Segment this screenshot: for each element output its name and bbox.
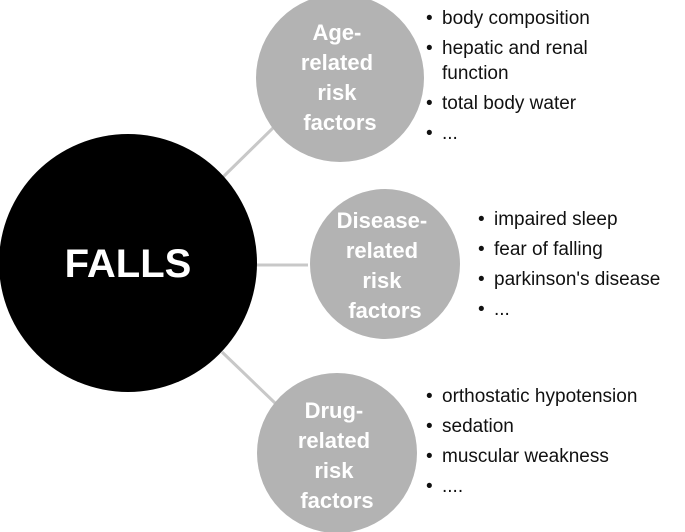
drug-risk-label: Drug- related risk factors bbox=[298, 398, 376, 513]
age-risk-label-line: related bbox=[301, 50, 373, 75]
list-item: orthostatic hypotension bbox=[426, 384, 656, 409]
disease-risk-label: Disease- related risk factors bbox=[337, 208, 434, 323]
falls-label: FALLS bbox=[65, 242, 192, 286]
list-item: impaired sleep bbox=[478, 207, 683, 232]
drug-risk-items: orthostatic hypotension sedation muscula… bbox=[426, 384, 656, 504]
disease-risk-items: impaired sleep fear of falling parkinson… bbox=[478, 207, 683, 327]
list-item: ... bbox=[478, 297, 683, 322]
list-item: parkinson's disease bbox=[478, 267, 683, 292]
drug-risk-label-line: Drug- bbox=[305, 398, 364, 423]
age-risk-node bbox=[256, 0, 424, 162]
disease-risk-node bbox=[310, 189, 460, 339]
age-risk-label-line: risk bbox=[317, 80, 357, 105]
connector-drug bbox=[220, 350, 277, 405]
list-item: body composition bbox=[426, 6, 656, 31]
list-item: total body water bbox=[426, 91, 656, 116]
drug-risk-label-line: risk bbox=[314, 458, 354, 483]
age-risk-label: Age- related risk factors bbox=[301, 20, 379, 135]
age-risk-label-line: factors bbox=[303, 110, 376, 135]
drug-risk-label-line: factors bbox=[300, 488, 373, 513]
list-item: ... bbox=[426, 121, 656, 146]
disease-risk-label-line: factors bbox=[348, 298, 421, 323]
connector-age bbox=[220, 124, 277, 180]
list-item: .... bbox=[426, 474, 656, 499]
list-item: hepatic and renal function bbox=[426, 36, 656, 86]
disease-risk-label-line: Disease- bbox=[337, 208, 428, 233]
falls-center-node bbox=[0, 134, 257, 392]
drug-risk-label-line: related bbox=[298, 428, 370, 453]
age-risk-label-line: Age- bbox=[312, 20, 361, 45]
list-item: fear of falling bbox=[478, 237, 683, 262]
list-item: sedation bbox=[426, 414, 656, 439]
disease-risk-label-line: related bbox=[346, 238, 418, 263]
age-risk-items: body composition hepatic and renal funct… bbox=[426, 6, 656, 151]
drug-risk-node bbox=[257, 373, 417, 532]
disease-risk-label-line: risk bbox=[362, 268, 402, 293]
list-item: muscular weakness bbox=[426, 444, 656, 469]
